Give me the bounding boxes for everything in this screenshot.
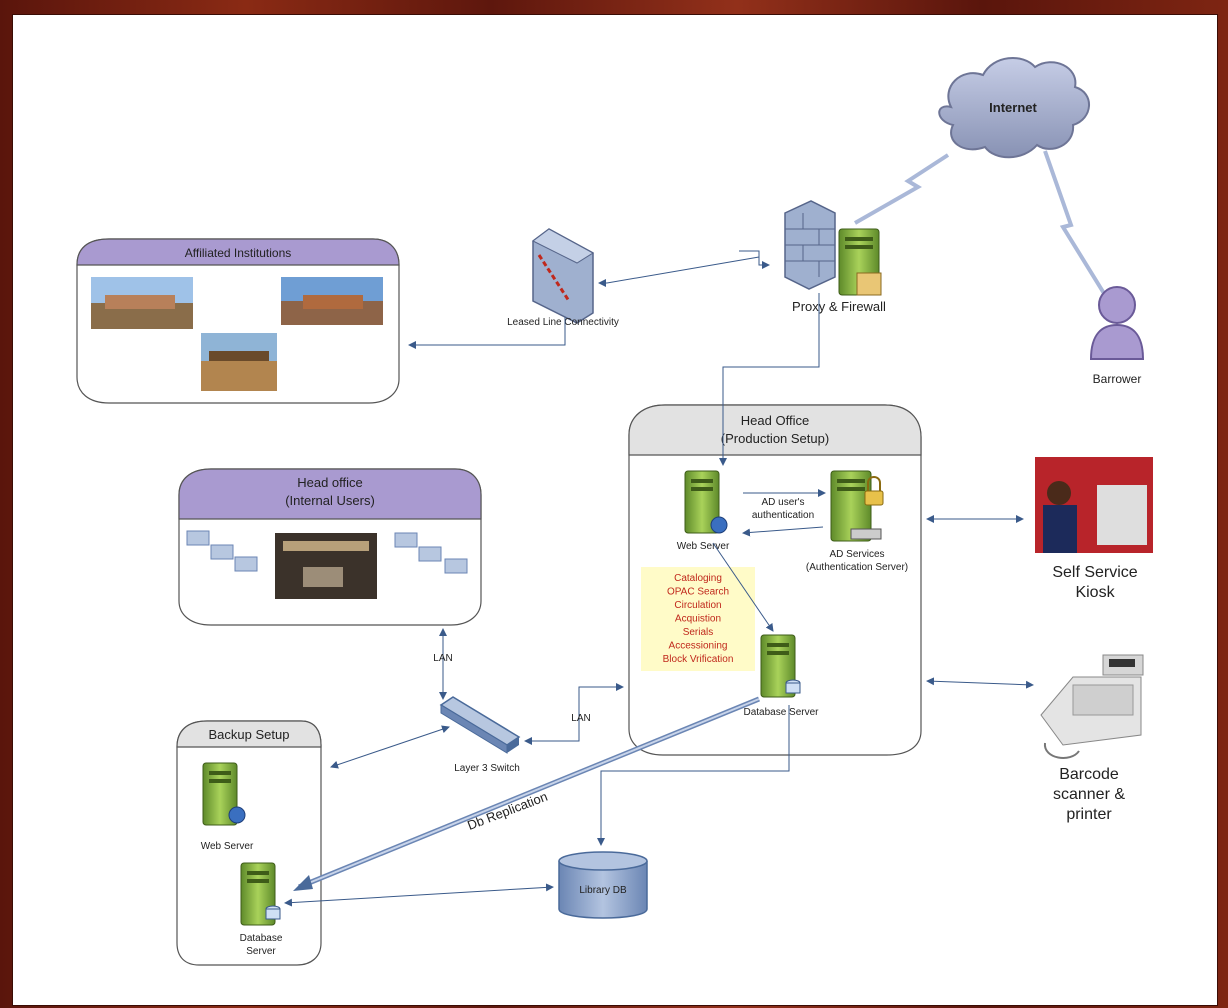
layer3-switch-icon <box>439 696 521 754</box>
replication-label: Db Replication <box>465 789 549 833</box>
leased-line-router-icon <box>532 228 594 324</box>
ad-auth-label-1: AD user's <box>761 497 804 508</box>
head-office-prod-title-2: (Production Setup) <box>721 431 829 446</box>
firewall-icon <box>784 200 836 290</box>
switch-label: Layer 3 Switch <box>454 763 520 774</box>
module-item: Acquistion <box>675 614 721 625</box>
web-to-db-arrow <box>712 542 774 632</box>
internet-cloud: Internet <box>938 56 1090 159</box>
module-item: OPAC Search <box>667 587 729 598</box>
barcode-label-3: printer <box>1066 806 1112 823</box>
auth-arrow-left <box>742 526 824 537</box>
wireless-link-borrower <box>1043 150 1107 297</box>
campus-photo-1 <box>91 277 193 329</box>
router-affiliated-link <box>408 317 566 349</box>
backup-db-server-icon <box>240 862 281 926</box>
barcode-label-2: scanner & <box>1053 786 1125 803</box>
library-db-label: Library DB <box>579 885 627 896</box>
barcode-printer-icon <box>1040 654 1144 759</box>
ad-server-icon <box>830 470 884 542</box>
backup-db-label-1: Database <box>240 933 283 944</box>
web-server-label: Web Server <box>677 541 730 552</box>
ad-auth-label-2: authentication <box>752 510 814 521</box>
db-librarydb-link <box>597 705 790 846</box>
lan-label-right: LAN <box>571 713 590 724</box>
proxy-webserver-link <box>719 293 820 466</box>
switch-backup-link <box>330 725 450 769</box>
kiosk-label-2: Kiosk <box>1075 584 1115 601</box>
borrower-label: Barrower <box>1093 372 1142 386</box>
backup-db-label-2: Server <box>246 946 276 957</box>
network-diagram: Internet Proxy & Firewall Barrower Lease… <box>76 56 1153 966</box>
backup-librarydb-link <box>284 883 554 907</box>
head-office-internal-title-2: (Internal Users) <box>285 493 375 508</box>
head-office-prod-title-1: Head Office <box>741 413 809 428</box>
campus-photo-2 <box>281 277 383 325</box>
ad-services-label-1: AD Services <box>829 549 884 560</box>
borrower-user-icon <box>1089 286 1145 360</box>
kiosk-photo <box>1035 457 1153 553</box>
module-item: Cataloging <box>674 573 722 584</box>
library-db-icon <box>558 851 648 919</box>
campus-photo-3 <box>201 333 277 391</box>
database-server-label: Database Server <box>743 707 819 718</box>
office-photo <box>275 533 377 599</box>
proxy-router-link <box>739 250 770 269</box>
database-server-icon <box>760 634 801 698</box>
affiliated-title: Affiliated Institutions <box>185 246 292 260</box>
workstations-left-icon <box>186 530 258 572</box>
kiosk-label-1: Self Service <box>1052 564 1137 581</box>
barcode-label-1: Barcode <box>1059 766 1119 783</box>
module-item: Circulation <box>674 600 721 611</box>
wireless-link-proxy <box>854 153 950 225</box>
lan-label-top: LAN <box>433 653 452 664</box>
ad-services-label-2: (Authentication Server) <box>806 562 908 573</box>
internet-label: Internet <box>989 100 1037 115</box>
diagram-canvas: Internet Proxy & Firewall Barrower Lease… <box>12 14 1218 1006</box>
module-item: Accessioning <box>669 641 728 652</box>
module-item: Serials <box>683 627 714 638</box>
head-office-internal-title-1: Head office <box>297 475 363 490</box>
backup-web-server-label: Web Server <box>201 841 254 852</box>
workstations-right-icon <box>394 532 468 574</box>
modules-box <box>641 567 755 671</box>
module-item: Block Vrification <box>663 654 734 665</box>
web-server-icon <box>684 470 728 534</box>
leased-line-label: Leased Line Connectivity <box>507 317 619 328</box>
proxy-server-icon <box>838 228 882 296</box>
proxy-label: Proxy & Firewall <box>792 299 886 314</box>
switch-production-link <box>524 683 624 745</box>
backup-title: Backup Setup <box>209 727 290 742</box>
barcode-link <box>926 677 1034 689</box>
router-proxy-link <box>598 256 760 287</box>
backup-web-server-icon <box>202 762 246 826</box>
